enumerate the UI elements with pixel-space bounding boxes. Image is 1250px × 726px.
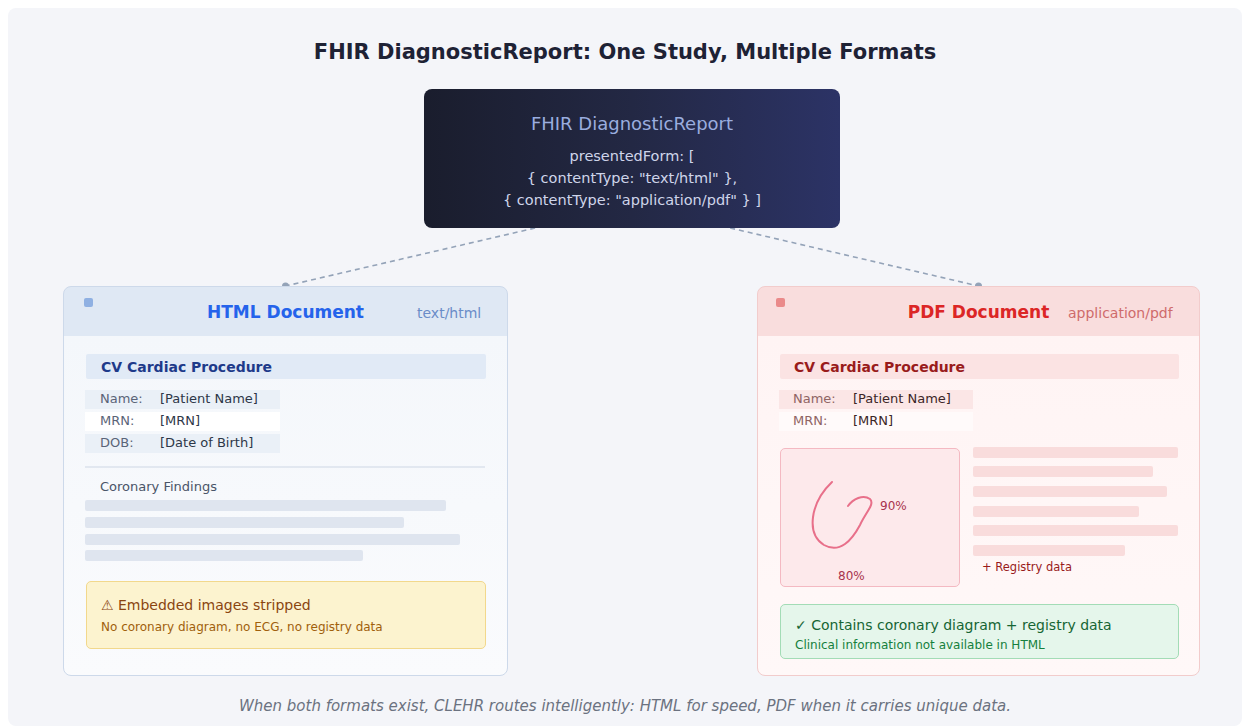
dashed-connector: [730, 228, 978, 286]
text-placeholder: [973, 525, 1178, 536]
row-band: [779, 412, 973, 431]
node-heading: CV Cardiac Procedure: [794, 359, 965, 376]
text-placeholder: [973, 447, 1178, 458]
node-heading: FHIR DiagnosticReport: [424, 113, 840, 135]
node-heading: ✓ Contains coronary diagram + registry d…: [795, 617, 1112, 634]
text-placeholder: [85, 500, 446, 511]
node-text: presentedForm: [: [424, 148, 840, 165]
text-placeholder: [973, 506, 1139, 517]
format-panel: PDF Documentapplication/pdfCV Cardiac Pr…: [757, 286, 1200, 676]
dashed-connector: [286, 228, 536, 286]
text-placeholder: [85, 517, 404, 528]
warning-box: ⚠ Embedded images stripped No coronary di…: [86, 581, 486, 649]
coronary-vessel: [812, 482, 871, 548]
text-placeholder: [85, 550, 363, 561]
node-text: { contentType: "application/pdf" } ]: [424, 192, 840, 209]
diagram-caption: When both formats exist, CLEHR routes in…: [0, 697, 1250, 715]
text-placeholder: [973, 466, 1153, 477]
header-marker: [84, 298, 93, 307]
text-placeholder: [85, 534, 460, 545]
row-band: [779, 390, 973, 409]
diagram-title: FHIR DiagnosticReport: One Study, Multip…: [0, 40, 1250, 65]
node-text: { contentType: "text/html" },: [424, 170, 840, 187]
row-band: [85, 434, 280, 453]
node-heading: 90%: [880, 499, 907, 513]
node-heading: CV Cardiac Procedure: [101, 359, 272, 376]
success-box: ✓ Contains coronary diagram + registry d…: [780, 604, 1179, 659]
node-text: application/pdf: [1068, 305, 1173, 322]
section-header: CV Cardiac Procedure: [780, 354, 1179, 379]
row-band: [85, 412, 280, 431]
format-panel: HTML Documenttext/htmlCV Cardiac Procedu…: [63, 286, 508, 676]
coronary-diagram: 90% 80%: [780, 448, 960, 587]
source-resource-box: FHIR DiagnosticReport presentedForm: [ { c…: [424, 89, 840, 228]
vessel-illustration: [780, 448, 960, 587]
text-placeholder: [973, 486, 1167, 497]
row-band: [85, 390, 280, 409]
node-text: 80%: [838, 569, 865, 583]
section-header: CV Cardiac Procedure: [86, 354, 486, 379]
ground: [8, 8, 1242, 726]
node-text: Clinical information not available in HT…: [795, 638, 1045, 652]
text-placeholder: [973, 545, 1125, 556]
node-heading: ⚠ Embedded images stripped: [101, 597, 311, 614]
node-text: text/html: [417, 305, 481, 322]
header-marker: [776, 298, 785, 307]
divider: [85, 466, 485, 468]
node-text: No coronary diagram, no ECG, no registry…: [101, 620, 383, 634]
